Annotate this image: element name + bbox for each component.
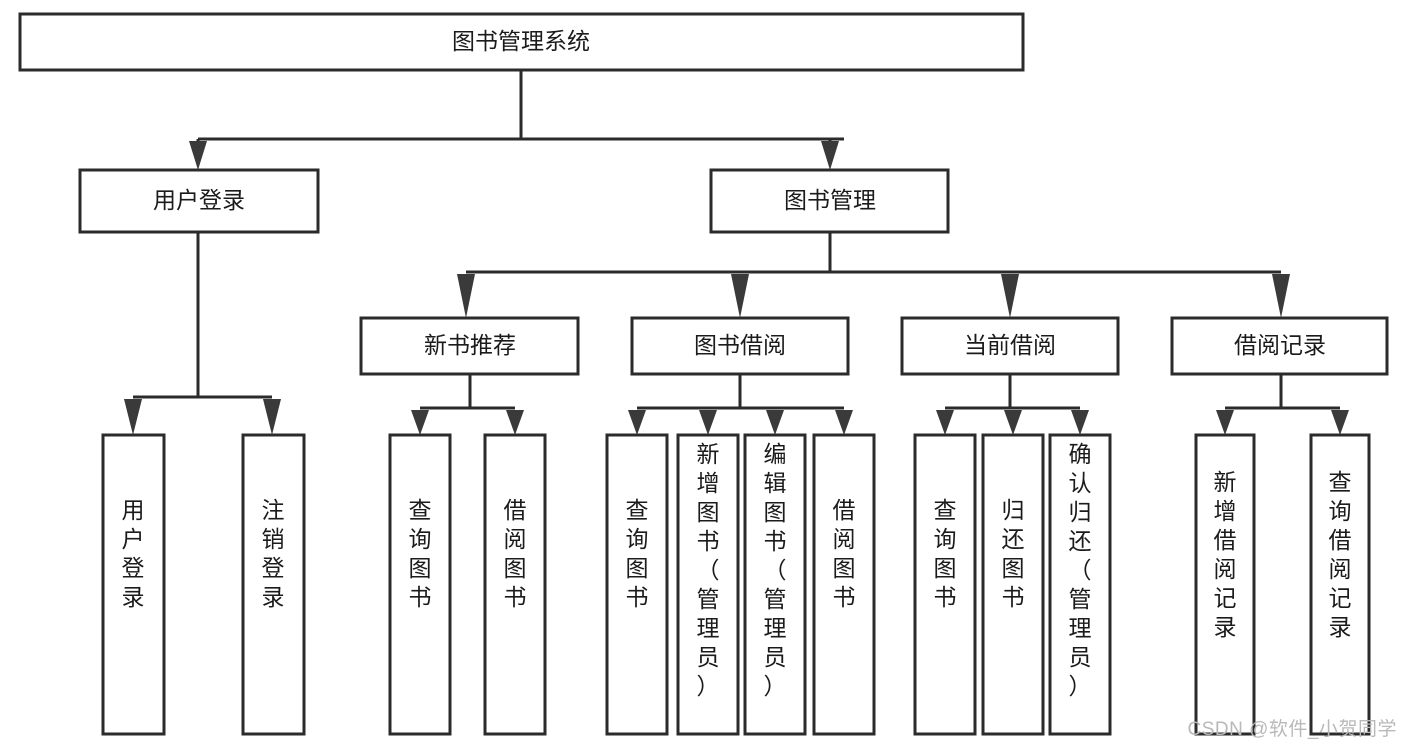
node-leaf-borrow-book-2-label: 借阅图书 [833, 497, 856, 610]
node-leaf-confirm-return[interactable]: 确认归还（管理员） [1048, 433, 1112, 736]
node-leaf-logout-box[interactable] [241, 433, 306, 736]
node-leaf-query-record-label: 查询借阅记录 [1329, 469, 1352, 640]
node-leaf-confirm-return-box[interactable] [1048, 433, 1112, 736]
connector-bookmanage-to-level3 [457, 232, 1290, 318]
node-current-borrow-box[interactable] [900, 316, 1120, 376]
node-book-manage-box[interactable] [709, 168, 950, 234]
node-leaf-add-book-box[interactable] [676, 433, 740, 736]
node-borrow-record-box[interactable] [1170, 316, 1389, 376]
node-leaf-query-book-2-label: 查询图书 [626, 497, 649, 610]
node-leaf-query-record-box[interactable] [1309, 433, 1371, 736]
node-leaf-borrow-book-1[interactable]: 借阅图书 [483, 433, 547, 736]
connector-bookborrow-to-leaves [628, 374, 853, 435]
connector-newbookrec-to-leaves [411, 374, 524, 435]
node-book-manage-label: 图书管理 [784, 187, 876, 213]
node-leaf-borrow-book-1-label: 借阅图书 [504, 497, 527, 610]
node-leaf-user-login[interactable]: 用户登录 [101, 433, 166, 736]
node-leaf-add-record-box[interactable] [1194, 433, 1256, 736]
node-new-book-rec[interactable]: 新书推荐 [359, 316, 580, 376]
connector-currentborrow-to-leaves [936, 374, 1089, 435]
node-leaf-query-book-2[interactable]: 查询图书 [605, 433, 669, 736]
node-leaf-user-login-label: 用户登录 [122, 497, 145, 610]
node-leaf-edit-book-box[interactable] [743, 433, 807, 736]
connector-borrowrecord-to-leaves [1216, 374, 1349, 435]
node-leaf-add-book-label: 新增图书（管理员） [697, 441, 720, 699]
node-user-login[interactable]: 用户登录 [78, 168, 320, 234]
node-leaf-return-book-label: 归还图书 [1002, 497, 1025, 610]
node-leaf-query-book-2-box[interactable] [605, 433, 669, 736]
node-leaf-return-book-box[interactable] [981, 433, 1045, 736]
node-borrow-record[interactable]: 借阅记录 [1170, 316, 1389, 376]
node-root-label: 图书管理系统 [452, 28, 590, 54]
connector-userlogin-to-leaves [124, 232, 281, 435]
node-leaf-borrow-book-2[interactable]: 借阅图书 [812, 433, 876, 736]
node-new-book-rec-label: 新书推荐 [424, 332, 516, 358]
node-current-borrow[interactable]: 当前借阅 [900, 316, 1120, 376]
node-leaf-logout[interactable]: 注销登录 [241, 433, 306, 736]
node-leaf-borrow-book-2-box[interactable] [812, 433, 876, 736]
node-book-borrow[interactable]: 图书借阅 [630, 316, 850, 376]
node-user-login-label: 用户登录 [153, 187, 245, 213]
node-leaf-return-book[interactable]: 归还图书 [981, 433, 1045, 736]
node-leaf-query-book-3-label: 查询图书 [934, 497, 957, 610]
node-leaf-add-record-label: 新增借阅记录 [1214, 469, 1237, 640]
node-current-borrow-label: 当前借阅 [964, 332, 1056, 358]
node-leaf-query-record[interactable]: 查询借阅记录 [1309, 433, 1371, 736]
node-leaf-query-book-1[interactable]: 查询图书 [388, 433, 452, 736]
node-leaf-logout-label: 注销登录 [262, 497, 285, 610]
node-book-borrow-label: 图书借阅 [694, 332, 786, 358]
connector-root-to-level2 [189, 70, 844, 170]
node-leaf-confirm-return-label: 确认归还（管理员） [1069, 441, 1092, 699]
node-leaf-query-book-1-label: 查询图书 [409, 497, 432, 610]
node-leaf-query-book-3-box[interactable] [913, 433, 977, 736]
node-leaf-add-record[interactable]: 新增借阅记录 [1194, 433, 1256, 736]
node-new-book-rec-box[interactable] [359, 316, 580, 376]
node-root[interactable]: 图书管理系统 [18, 12, 1025, 72]
node-leaf-query-book-1-box[interactable] [388, 433, 452, 736]
node-book-manage[interactable]: 图书管理 [709, 168, 950, 234]
node-user-login-box[interactable] [78, 168, 320, 234]
node-borrow-record-label: 借阅记录 [1234, 332, 1326, 358]
node-book-borrow-box[interactable] [630, 316, 850, 376]
node-leaf-edit-book-label: 编辑图书（管理员） [764, 441, 787, 699]
node-leaf-user-login-box[interactable] [101, 433, 166, 736]
node-leaf-query-book-3[interactable]: 查询图书 [913, 433, 977, 736]
node-leaf-borrow-book-1-box[interactable] [483, 433, 547, 736]
node-leaf-edit-book[interactable]: 编辑图书（管理员） [743, 433, 807, 736]
node-root-box[interactable] [18, 12, 1025, 72]
node-leaf-add-book[interactable]: 新增图书（管理员） [676, 433, 740, 736]
